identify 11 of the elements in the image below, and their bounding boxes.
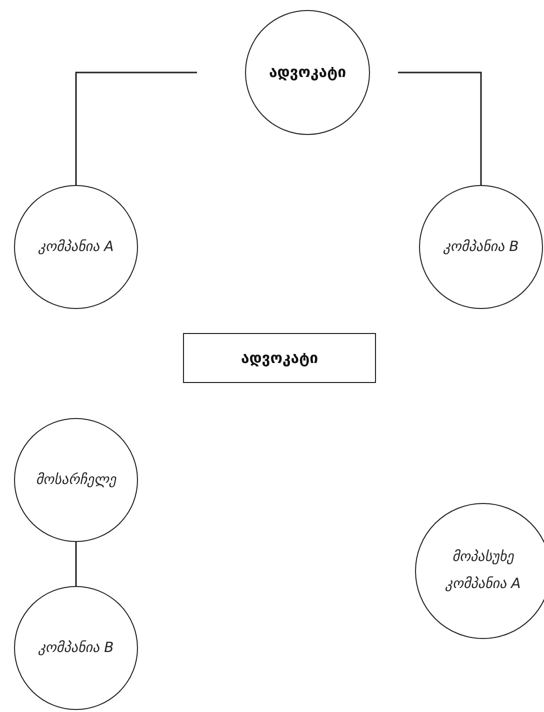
node-label: კომპანია B: [37, 638, 115, 658]
node-label: ადვოკატი: [268, 62, 348, 84]
node-label: კომპანია B: [442, 238, 520, 257]
node-label: კომპანია A: [37, 238, 115, 257]
connector-line: [75, 542, 77, 586]
node-label: ადვოკატი: [240, 348, 320, 369]
node-label: მოპასუხე კომპანია A: [444, 548, 522, 594]
connector-line: [398, 72, 482, 185]
node-label: მოსარჩელე: [34, 470, 118, 490]
role-box: [183, 333, 376, 383]
connector-line: [75, 72, 197, 185]
